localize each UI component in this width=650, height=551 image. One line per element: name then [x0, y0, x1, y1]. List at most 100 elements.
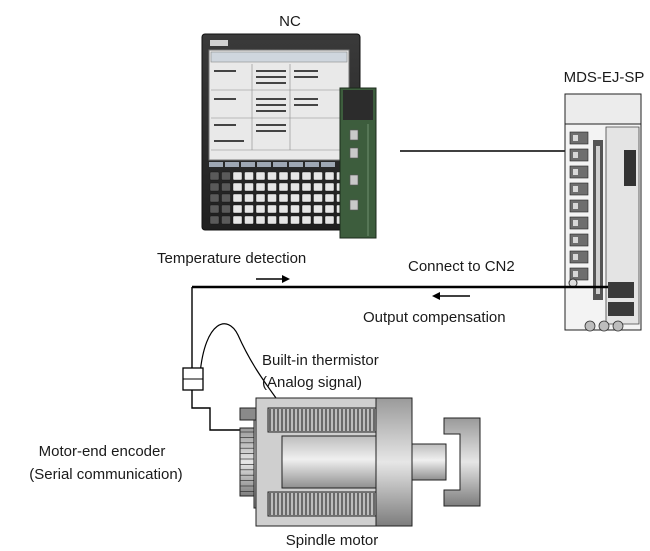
output-shaft: [412, 444, 446, 480]
nc-key: [210, 194, 219, 202]
nc-key: [279, 183, 288, 191]
nc-key: [233, 183, 242, 191]
label-drive: MDS-EJ-SP: [564, 69, 645, 86]
nc-key: [222, 216, 231, 224]
drive-terminal: [570, 251, 588, 263]
nc-module-top: [343, 90, 373, 120]
drive-bottom-screws: [585, 321, 623, 331]
nc-key: [245, 183, 254, 191]
nc-key: [222, 183, 231, 191]
nc-key: [256, 194, 265, 202]
nc-key: [314, 216, 323, 224]
nc-key: [291, 172, 300, 180]
label-temperature-detection: Temperature detection: [157, 250, 306, 267]
nc-key: [279, 205, 288, 213]
front-flange: [376, 398, 412, 526]
arrow-right: [256, 275, 290, 283]
label-connect-cn2: Connect to CN2: [408, 258, 515, 275]
drive-terminal-screw: [573, 152, 578, 158]
drive-terminal-screw: [573, 135, 578, 141]
label-thermistor-line2: (Analog signal): [262, 374, 362, 391]
drive-terminal: [570, 166, 588, 178]
nc-key: [314, 205, 323, 213]
nc-key: [325, 183, 334, 191]
nc-key: [325, 194, 334, 202]
nc-key: [302, 205, 311, 213]
drive-terminal: [570, 217, 588, 229]
nc-key: [314, 194, 323, 202]
nc-logo: [210, 40, 228, 46]
nc-key: [279, 194, 288, 202]
drive-terminal-screw: [573, 254, 578, 260]
nc-key: [291, 205, 300, 213]
drive-top: [565, 94, 641, 124]
nc-key: [268, 205, 277, 213]
drive-terminal: [570, 132, 588, 144]
nc-key: [302, 183, 311, 191]
stator-top: [268, 408, 376, 432]
nc-key: [302, 194, 311, 202]
drive-unit: [565, 94, 641, 331]
nc-key: [325, 216, 334, 224]
nc-key: [222, 194, 231, 202]
drive-terminal-screw: [573, 203, 578, 209]
nc-key: [210, 205, 219, 213]
label-encoder-line2: (Serial communication): [29, 466, 182, 483]
drive-port: [608, 302, 634, 316]
nc-key: [256, 172, 265, 180]
temperature-cable: [192, 287, 240, 430]
nc-key: [268, 194, 277, 202]
nc-key: [256, 183, 265, 191]
nc-unit: [202, 34, 376, 238]
nc-key: [222, 172, 231, 180]
drive-connector: [624, 150, 636, 186]
nc-key: [222, 205, 231, 213]
nc-key: [268, 172, 277, 180]
nc-key: [245, 205, 254, 213]
drive-terminals: [570, 132, 588, 280]
label-encoder-line1: Motor-end encoder: [39, 443, 166, 460]
nc-key: [314, 172, 323, 180]
thermistor-block: [240, 408, 256, 420]
nc-key: [325, 172, 334, 180]
drive-terminal: [570, 234, 588, 246]
drive-terminal: [570, 149, 588, 161]
nc-key: [245, 172, 254, 180]
nc-key: [256, 205, 265, 213]
label-output-compensation: Output compensation: [363, 309, 506, 326]
nc-key: [210, 216, 219, 224]
nc-key: [233, 216, 242, 224]
nc-key: [325, 205, 334, 213]
nc-key: [279, 216, 288, 224]
nc-key: [268, 216, 277, 224]
spindle-motor: [240, 398, 480, 526]
nc-key: [233, 172, 242, 180]
drive-cn2-port: [608, 282, 634, 298]
label-thermistor-line1: Built-in thermistor: [262, 352, 379, 369]
rotor: [282, 436, 378, 488]
nc-key: [291, 183, 300, 191]
nc-key: [302, 172, 311, 180]
label-spindle-motor: Spindle motor: [286, 532, 379, 549]
arrow-left: [432, 292, 470, 300]
nc-key: [291, 194, 300, 202]
nc-key: [291, 216, 300, 224]
nc-key: [233, 205, 242, 213]
nc-key: [268, 183, 277, 191]
drive-terminal-screw: [573, 186, 578, 192]
nc-key: [245, 216, 254, 224]
drive-terminal: [570, 200, 588, 212]
drive-terminal: [570, 268, 588, 280]
nc-key: [314, 183, 323, 191]
label-nc: NC: [279, 13, 301, 30]
nc-key: [210, 183, 219, 191]
drive-terminal: [570, 183, 588, 195]
nc-key: [233, 194, 242, 202]
nc-key: [302, 216, 311, 224]
drive-terminal-screw: [573, 271, 578, 277]
nc-key: [256, 216, 265, 224]
drive-terminal-screw: [573, 220, 578, 226]
shaft-coupling: [444, 418, 480, 506]
